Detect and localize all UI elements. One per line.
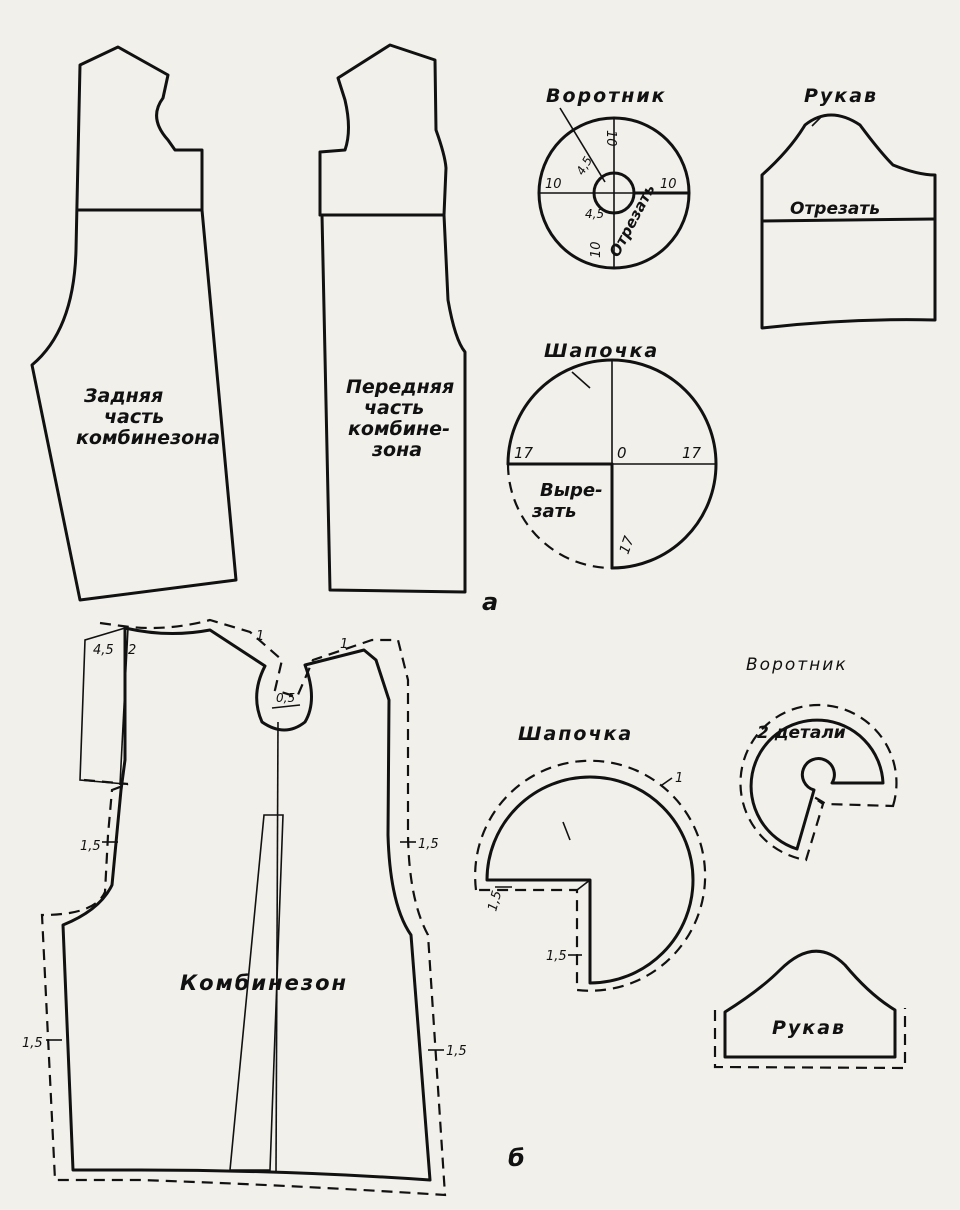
overall-pattern: 4,5 2 1 1 0,5 1,5 1,5 1,5 1,5 Комбинезон xyxy=(22,618,467,1197)
sleeve-title: Рукав xyxy=(804,85,878,107)
sleeve-cut-text: Отрезать xyxy=(790,199,880,219)
collar-dim-inner-upper: 4,5 xyxy=(573,154,595,178)
cap-pattern: Шапочка 17 0 17 17 Выре- зать xyxy=(506,340,718,570)
cap-b-allow-left: 1,5 xyxy=(485,889,505,913)
back-piece: Задняя часть комбинезона xyxy=(30,45,238,602)
allow-side-left: 1,5 xyxy=(22,1036,43,1051)
sleeve-allowance-pattern: Рукав xyxy=(713,949,907,1070)
collar-dim-bottom: 10 xyxy=(589,241,604,258)
cap-dim-center: 0 xyxy=(617,444,627,462)
part-b-marker: б xyxy=(508,1144,525,1172)
cap-dim-bottom: 17 xyxy=(617,534,638,556)
facing-width-1: 4,5 xyxy=(93,643,114,658)
sleeve-b-title: Рукав xyxy=(772,1017,846,1039)
cap-b-allow-arc: 1 xyxy=(675,771,683,786)
front-piece-label-2: часть xyxy=(364,397,424,419)
front-piece: Передняя часть комбине- зона xyxy=(318,43,467,594)
back-piece-label-1: Задняя xyxy=(83,385,163,407)
allow-arm-left: 1,5 xyxy=(80,839,101,854)
cap-cutout-label-2: зать xyxy=(531,501,576,522)
cap-dim-left: 17 xyxy=(514,444,534,462)
overall-label: Комбинезон xyxy=(180,971,348,995)
collar-dim-left: 10 xyxy=(545,177,562,192)
collar-dim-right: 10 xyxy=(660,177,677,192)
collar-b-note: 2 детали xyxy=(757,723,846,743)
front-piece-label-4: зона xyxy=(371,439,422,461)
part-a-marker: a xyxy=(482,588,498,616)
cap-cutout-label-1: Выре- xyxy=(540,480,603,501)
neck-inner: 0,5 xyxy=(276,691,295,705)
cap-allowance-pattern: Шапочка 1 1,5 1,5 xyxy=(474,723,707,992)
collar-b-title: Воротник xyxy=(746,655,848,675)
collar-title: Воротник xyxy=(546,85,667,107)
cap-title: Шапочка xyxy=(544,340,659,362)
collar-allowance-pattern: Воротник 2 детали xyxy=(739,655,898,862)
front-piece-label-1: Передняя xyxy=(346,376,454,398)
cap-b-allow-bottom: 1,5 xyxy=(546,949,567,964)
cap-b-title: Шапочка xyxy=(518,723,633,745)
sleeve-pattern: Рукав Отрезать xyxy=(760,85,937,330)
allow-side-right: 1,5 xyxy=(446,1044,467,1059)
back-piece-label-2: часть xyxy=(104,406,164,428)
facing-width-2: 2 xyxy=(128,643,136,658)
back-piece-label-3: комбинезона xyxy=(76,427,220,449)
front-piece-label-3: комбине- xyxy=(348,418,450,440)
collar-dim-top: 10 xyxy=(603,130,618,147)
collar-pattern: Воротник 10 10 10 10 4,5 4,5 Отрезать xyxy=(537,85,691,270)
collar-dim-inner-lower: 4,5 xyxy=(585,207,604,221)
cap-dim-right: 17 xyxy=(682,444,702,462)
allow-arm-right: 1,5 xyxy=(418,837,439,852)
neck-allow-left: 1 xyxy=(256,629,264,644)
neck-allow-right: 1 xyxy=(340,637,348,652)
